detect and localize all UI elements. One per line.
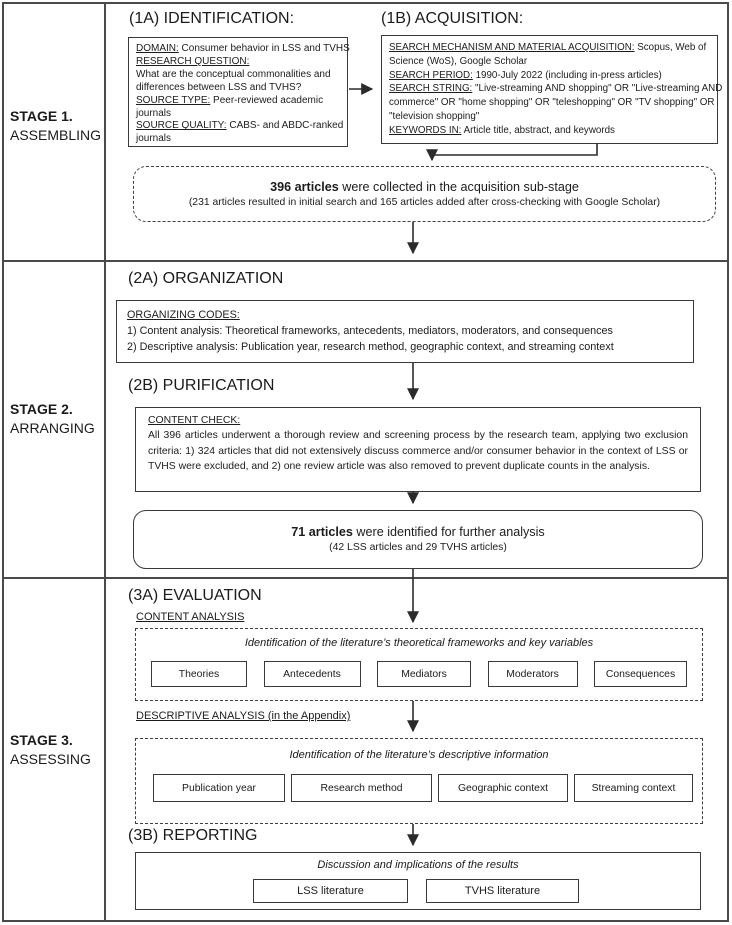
content-analysis-items: Theories Antecedents Mediators Moderator… (151, 661, 687, 687)
streaming-context-box: Streaming context (574, 774, 693, 802)
lss-literature-box: LSS literature (253, 879, 408, 903)
mediators-box: Mediators (377, 661, 471, 687)
stage-2-name: ARRANGING (10, 420, 95, 436)
moderators-box: Moderators (487, 661, 578, 687)
stage-3-label: STAGE 3. ASSESSING (10, 731, 110, 769)
reporting-caption: Discussion and implications of the resul… (317, 859, 519, 871)
tvhs-literature-box: TVHS literature (426, 879, 579, 903)
geographic-context-box: Geographic context (438, 774, 568, 802)
antecedents-box: Antecedents (263, 661, 361, 687)
acquisition-title: (1B) ACQUISITION: (381, 10, 524, 27)
collection-result-box: 396 articles were collected in the acqui… (133, 166, 716, 222)
descriptive-analysis-caption: Identification of the literature’s descr… (289, 749, 549, 761)
descriptive-analysis-items: Publication year Research method Geograp… (153, 774, 693, 802)
stage-2-number: STAGE 2. (10, 401, 73, 417)
stage-1-number: STAGE 1. (10, 108, 73, 124)
research-question-label: RESEARCH QUESTION: (136, 55, 250, 67)
identification-box: DOMAIN: Consumer behavior in LSS and TVH… (128, 37, 350, 147)
search-mechanism-label: SEARCH MECHANISM AND MATERIAL ACQUISITIO… (389, 42, 635, 53)
research-method-box: Research method (291, 774, 432, 802)
identified-result-box: 71 articles were identified for further … (133, 510, 703, 569)
stage-2-label: STAGE 2. ARRANGING (10, 400, 110, 438)
reporting-box: Discussion and implications of the resul… (135, 852, 701, 910)
acquisition-box: SEARCH MECHANISM AND MATERIAL ACQUISITIO… (381, 35, 722, 144)
organizing-codes-label: ORGANIZING CODES: (127, 309, 240, 321)
content-check-label: CONTENT CHECK: (148, 415, 241, 426)
search-period-label: SEARCH PERIOD: (389, 69, 473, 81)
stage-3-name: ASSESSING (10, 751, 91, 767)
stage1-stage2-divider (2, 260, 729, 262)
source-quality-label: SOURCE QUALITY: (136, 120, 227, 132)
stage-3-number: STAGE 3. (10, 732, 73, 748)
theories-box: Theories (151, 661, 247, 687)
stage-1-label: STAGE 1. ASSEMBLING (10, 107, 110, 145)
content-check-text: All 396 articles underwent a thorough re… (148, 430, 688, 473)
publication-year-box: Publication year (153, 774, 285, 802)
organization-title: (2A) ORGANIZATION (128, 270, 284, 287)
content-analysis-box: Identification of the literature’s theor… (135, 628, 703, 701)
stage-1-name: ASSEMBLING (10, 127, 102, 143)
descriptive-analysis-label: DESCRIPTIVE ANALYSIS (in the Appendix) (136, 710, 351, 722)
reporting-title: (3B) REPORTING (128, 827, 258, 844)
collection-result-headline: 396 articles were collected in the acqui… (270, 179, 579, 194)
stage2-stage3-divider (2, 577, 729, 579)
purification-title: (2B) PURIFICATION (128, 377, 275, 394)
content-analysis-caption: Identification of the literature’s theor… (244, 637, 594, 649)
identification-title: (1A) IDENTIFICATION: (129, 10, 295, 27)
organizing-codes-box: ORGANIZING CODES: 1) Content analysis: T… (116, 300, 694, 363)
stage-column-divider (104, 2, 106, 922)
descriptive-analysis-box: Identification of the literature’s descr… (135, 738, 703, 824)
evaluation-title: (3A) EVALUATION (128, 587, 262, 604)
keywords-in-label: KEYWORDS IN: (389, 124, 462, 136)
collection-result-detail: (231 articles resulted in initial search… (188, 196, 661, 208)
domain-label: DOMAIN: (136, 43, 179, 54)
source-type-label: SOURCE TYPE: (136, 94, 211, 106)
content-check-box: CONTENT CHECK: All 396 articles underwen… (135, 407, 701, 492)
consequences-box: Consequences (594, 661, 687, 687)
identified-result-headline: 71 articles were identified for further … (291, 525, 545, 539)
content-analysis-label: CONTENT ANALYSIS (136, 611, 245, 623)
identified-result-detail: (42 LSS articles and 29 TVHS articles) (329, 542, 507, 553)
search-string-label: SEARCH STRING: (389, 83, 473, 95)
